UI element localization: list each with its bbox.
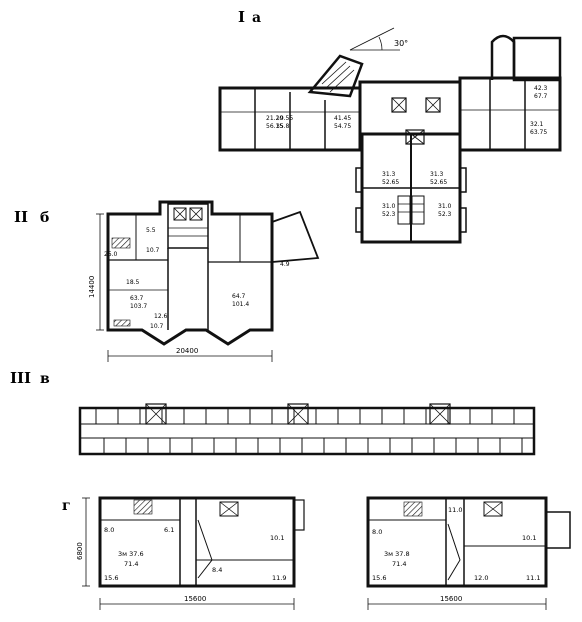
section-1-heading: I а: [238, 8, 261, 26]
plan-a-area-6-bottom: 52.65: [382, 179, 399, 186]
plan-b-small-5: 5.5: [146, 227, 156, 234]
plan-a-area-3-top: 41.45: [334, 115, 351, 122]
plan-b-area-2-bottom: 101.4: [232, 301, 249, 308]
plan-g-left-room-2: 6.1: [164, 526, 174, 534]
plan-g-right-label-bottom: 71.4: [392, 560, 406, 568]
plan-a-area-1-bottom: 56.15: [266, 123, 283, 130]
plan-g-right-room-4: 15.6: [372, 574, 386, 582]
plan-a-angled-wing: [307, 54, 364, 98]
plan-g-left-room-3: 10.1: [270, 534, 284, 542]
section-2-roman: II: [14, 208, 28, 226]
plan-g-right-labels: 3м 37.8 71.4 11.0 8.0 10.1 15.6 12.0 11.…: [372, 506, 540, 582]
plan-a-right-wing: [458, 76, 562, 152]
plan-b-small-1: 25.0: [104, 251, 118, 258]
plan-a-area-7-bottom: 52.65: [430, 179, 447, 186]
plan-b-balcony: [271, 210, 320, 263]
plan-g-left-labels: 3м 37.6 71.4 8.0 6.1 10.1 15.6 8.4 11.9: [104, 526, 286, 582]
plan-a-area-2-bottom: 35.8: [276, 123, 290, 130]
section-3-heading: III в: [10, 369, 50, 387]
plan-a-area-5-top: 32.1: [530, 121, 544, 128]
plan-g-left-room-4: 15.6: [104, 574, 118, 582]
plan-a-tower: [490, 34, 516, 80]
plan-b-area-labels: 63.7 103.7 64.7 101.4 25.0 10.7 18.5 12.…: [104, 227, 290, 330]
plan-a: [218, 27, 562, 244]
section-3-roman: III: [10, 369, 31, 387]
plan-g-right-dim-width: 15600: [440, 595, 462, 603]
plan-b-small-2: 10.7: [146, 247, 160, 254]
plan-b-dim-width: 20400: [176, 347, 198, 355]
plan-g-right: [366, 496, 571, 610]
plan-a-area-7-top: 31.3: [430, 171, 444, 178]
plan-b-small-4: 12.6: [154, 313, 168, 320]
plan-g-left-dim-width: 15600: [184, 595, 206, 603]
plan-g-right-room-5: 12.0: [474, 574, 488, 582]
plan-g-right-outline: [366, 496, 548, 588]
plan-a-area-5-bottom: 63.75: [530, 129, 547, 136]
plan-a-angle-label: 30°: [394, 39, 408, 48]
plan-a-area-9-top: 31.0: [438, 203, 452, 210]
plan-g-left-outline: [98, 496, 296, 588]
plan-a-area-labels: 21.20 56.15 19.55 35.8 41.45 54.75 42.3 …: [266, 85, 548, 218]
plan-b-outline: [106, 200, 274, 346]
section-1-letter: а: [252, 10, 261, 26]
section-2-letter: б: [40, 210, 49, 226]
plan-a-area-8-bottom: 52.3: [382, 211, 396, 218]
plan-b-dim-height: 14400: [88, 276, 96, 298]
plan-b: [96, 200, 320, 362]
plan-g-right-room-2: 8.0: [372, 528, 382, 536]
plan-a-area-8-top: 31.0: [382, 203, 396, 210]
plan-a-area-6-top: 31.3: [382, 171, 396, 178]
plan-b-area-2-top: 64.7: [232, 293, 246, 300]
plan-g-right-label-top: 3м 37.8: [384, 550, 410, 558]
plan-v: [78, 403, 536, 456]
plan-g-left-room-5: 8.4: [212, 566, 222, 574]
plan-a-area-1-top: 21.20: [266, 115, 283, 122]
plan-g-left-label-top: 3м 37.6: [118, 550, 144, 558]
plan-a-center-block: [358, 80, 462, 136]
plan-b-small-3: 18.5: [126, 279, 140, 286]
plan-g-right-room-6: 11.1: [526, 574, 540, 582]
plan-a-area-4-top: 42.3: [534, 85, 548, 92]
section-4-letter: г: [62, 498, 71, 514]
plan-g-left-label-bottom: 71.4: [124, 560, 138, 568]
section-2-heading: II б: [14, 208, 49, 226]
plan-b-small-6: 4.9: [280, 261, 290, 268]
plan-g-dim-height: 6800: [76, 542, 84, 560]
plan-g-right-room-1: 11.0: [448, 506, 462, 514]
plan-v-partitions: [95, 408, 523, 454]
plan-a-area-2-top: 19.55: [276, 115, 293, 122]
plan-g-left: [82, 496, 305, 610]
plan-a-area-3-bottom: 54.75: [334, 123, 351, 130]
plan-g-left-room-1: 8.0: [104, 526, 114, 534]
plan-v-outline: [78, 406, 536, 456]
section-3-letter: в: [40, 371, 50, 387]
plan-g-left-room-6: 11.9: [272, 574, 286, 582]
plan-b-area-1-top: 63.7: [130, 295, 144, 302]
plan-b-small-7: 10.7: [150, 323, 164, 330]
plan-a-area-9-bottom: 52.3: [438, 211, 452, 218]
plan-b-area-1-bottom: 103.7: [130, 303, 147, 310]
plan-g-right-room-3: 10.1: [522, 534, 536, 542]
section-1-roman: I: [238, 8, 245, 26]
plan-a-area-4-bottom: 67.7: [534, 93, 548, 100]
